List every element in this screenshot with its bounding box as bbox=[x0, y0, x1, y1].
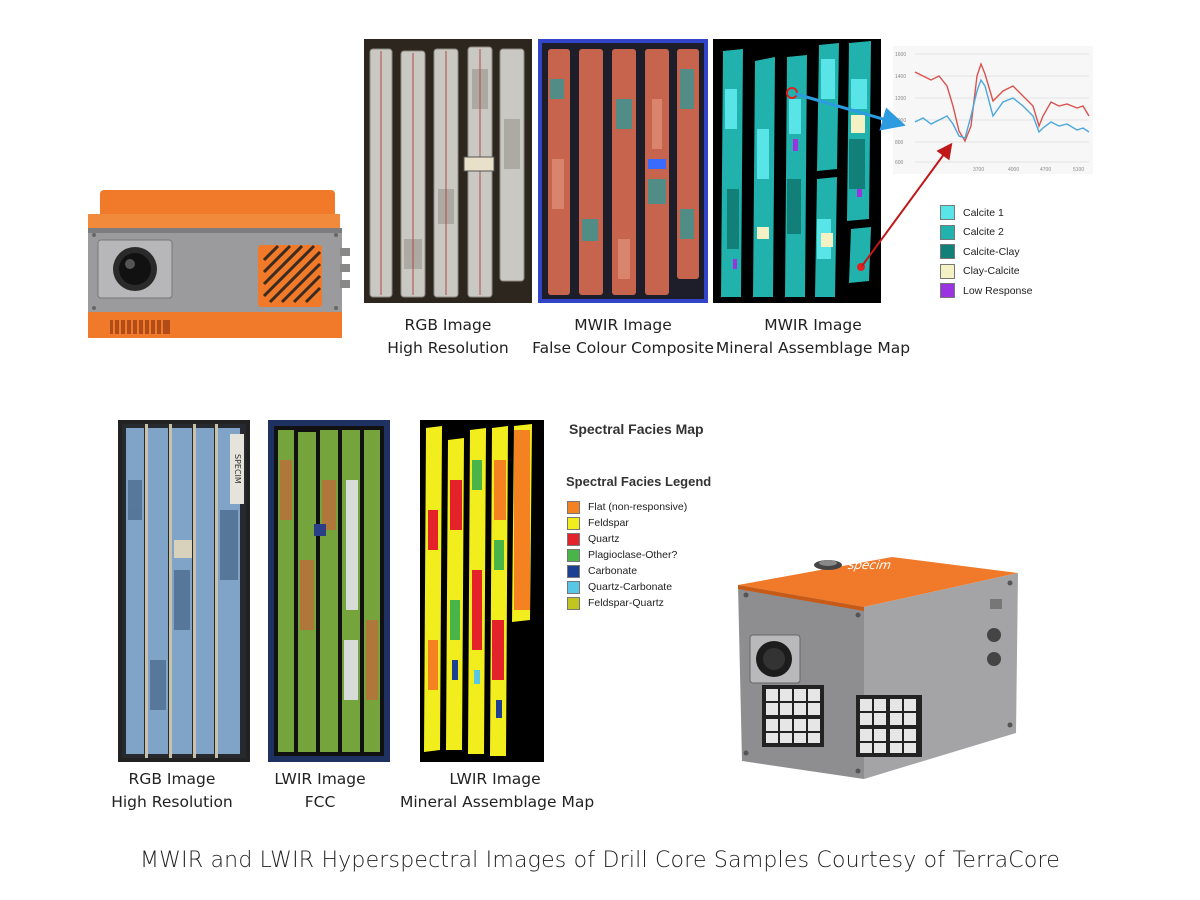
legend-swatch bbox=[940, 263, 955, 279]
legend-label: Carbonate bbox=[588, 565, 638, 577]
camera-brand-label: specim bbox=[847, 558, 892, 572]
mwir-fcc-core-image bbox=[538, 39, 708, 303]
x-tick: 4700 bbox=[1040, 167, 1051, 173]
x-tick: 4000 bbox=[1008, 167, 1019, 173]
spectral-chart: 1600 1400 1200 1000 800 600 3700 4000 47… bbox=[893, 46, 1093, 174]
caption-line: High Resolution bbox=[387, 339, 509, 357]
mwir-camera-photo bbox=[84, 190, 356, 345]
y-tick: 1600 bbox=[895, 52, 906, 58]
caption-line: Mineral Assemblage Map bbox=[400, 793, 595, 811]
rgb-core-image-top bbox=[364, 39, 532, 303]
legend-item: Quartz bbox=[567, 531, 727, 547]
legend-label: Quartz bbox=[588, 533, 620, 545]
legend-item: Carbonate bbox=[567, 563, 727, 579]
legend-swatch bbox=[940, 283, 955, 299]
caption-lwir-map: LWIR Image Mineral Assemblage Map bbox=[400, 768, 595, 814]
spectrum-blue bbox=[914, 78, 1090, 139]
legend-swatch bbox=[567, 548, 580, 562]
caption-mwir-map: MWIR Image Mineral Assemblage Map bbox=[708, 314, 918, 360]
y-tick: 800 bbox=[895, 140, 904, 146]
legend-swatch bbox=[940, 244, 955, 260]
facies-legend-title: Spectral Facies Legend bbox=[566, 474, 712, 489]
spectrum-arrows bbox=[795, 92, 953, 267]
caption-line: Mineral Assemblage Map bbox=[715, 339, 911, 357]
legend-swatch bbox=[940, 205, 955, 221]
facies-legend: Flat (non-responsive) Feldspar Quartz Pl… bbox=[567, 499, 727, 611]
legend-label: Plagioclase-Other? bbox=[588, 549, 678, 561]
legend-label: Quartz-Carbonate bbox=[588, 581, 673, 593]
legend-label: Low Response bbox=[963, 284, 1033, 297]
legend-label: Clay-Calcite bbox=[963, 265, 1020, 278]
legend-item: Plagioclase-Other? bbox=[567, 547, 727, 563]
y-tick: 1200 bbox=[895, 96, 906, 102]
spectrum-red bbox=[914, 61, 1090, 143]
legend-swatch bbox=[567, 564, 580, 578]
lwir-fcc-core-image bbox=[268, 420, 390, 762]
caption-line: MWIR Image bbox=[764, 316, 862, 334]
x-tick: 3700 bbox=[973, 167, 984, 173]
legend-item: Flat (non-responsive) bbox=[567, 499, 727, 515]
legend-swatch bbox=[940, 224, 955, 240]
legend-swatch bbox=[567, 532, 580, 546]
rgb-core-image-bottom: SPECIM bbox=[118, 420, 250, 762]
legend-item: Feldspar-Quartz bbox=[567, 595, 727, 611]
core-tray-label: SPECIM bbox=[230, 434, 244, 504]
legend-swatch bbox=[567, 516, 580, 530]
lwir-camera-photo: specim bbox=[732, 555, 1022, 785]
legend-item: Quartz-Carbonate bbox=[567, 579, 727, 595]
caption-line: LWIR Image bbox=[449, 770, 541, 788]
lwir-mineral-map bbox=[420, 420, 544, 762]
legend-swatch bbox=[567, 500, 580, 514]
figure-footer-caption: MWIR and LWIR Hyperspectral Images of Dr… bbox=[140, 848, 1060, 873]
caption-line: FCC bbox=[304, 793, 336, 811]
caption-rgb-top: RGB Image High Resolution bbox=[356, 314, 540, 360]
legend-label: Feldspar bbox=[588, 517, 629, 529]
legend-item: Calcite-Clay bbox=[940, 242, 1060, 262]
x-tick: 5100 bbox=[1073, 167, 1084, 173]
caption-line: MWIR Image bbox=[574, 316, 672, 334]
legend-swatch bbox=[567, 596, 580, 610]
mineral-legend-top: Calcite 1 Calcite 2 Calcite-Clay Clay-Ca… bbox=[940, 203, 1060, 301]
legend-item: Calcite 1 bbox=[940, 203, 1060, 223]
legend-label: Calcite 2 bbox=[963, 226, 1004, 239]
caption-line: RGB Image bbox=[128, 770, 216, 788]
legend-swatch bbox=[567, 580, 580, 594]
y-tick: 600 bbox=[895, 160, 904, 166]
caption-line: High Resolution bbox=[111, 793, 233, 811]
legend-label: Calcite 1 bbox=[963, 206, 1004, 219]
caption-line: RGB Image bbox=[404, 316, 492, 334]
legend-item: Low Response bbox=[940, 281, 1060, 301]
legend-item: Calcite 2 bbox=[940, 223, 1060, 243]
caption-line: False Colour Composite bbox=[532, 339, 714, 357]
legend-label: Flat (non-responsive) bbox=[588, 501, 688, 513]
caption-mwir-fcc: MWIR Image False Colour Composite bbox=[518, 314, 728, 360]
legend-label: Calcite-Clay bbox=[963, 245, 1020, 258]
legend-item: Clay-Calcite bbox=[940, 262, 1060, 282]
y-tick: 1400 bbox=[895, 74, 906, 80]
caption-lwir-fcc: LWIR Image FCC bbox=[250, 768, 390, 814]
legend-label: Feldspar-Quartz bbox=[588, 597, 664, 609]
legend-item: Feldspar bbox=[567, 515, 727, 531]
caption-line: LWIR Image bbox=[274, 770, 366, 788]
caption-rgb-bottom: RGB Image High Resolution bbox=[92, 768, 252, 814]
facies-map-title: Spectral Facies Map bbox=[569, 421, 704, 437]
mwir-mineral-map-top bbox=[713, 39, 881, 303]
